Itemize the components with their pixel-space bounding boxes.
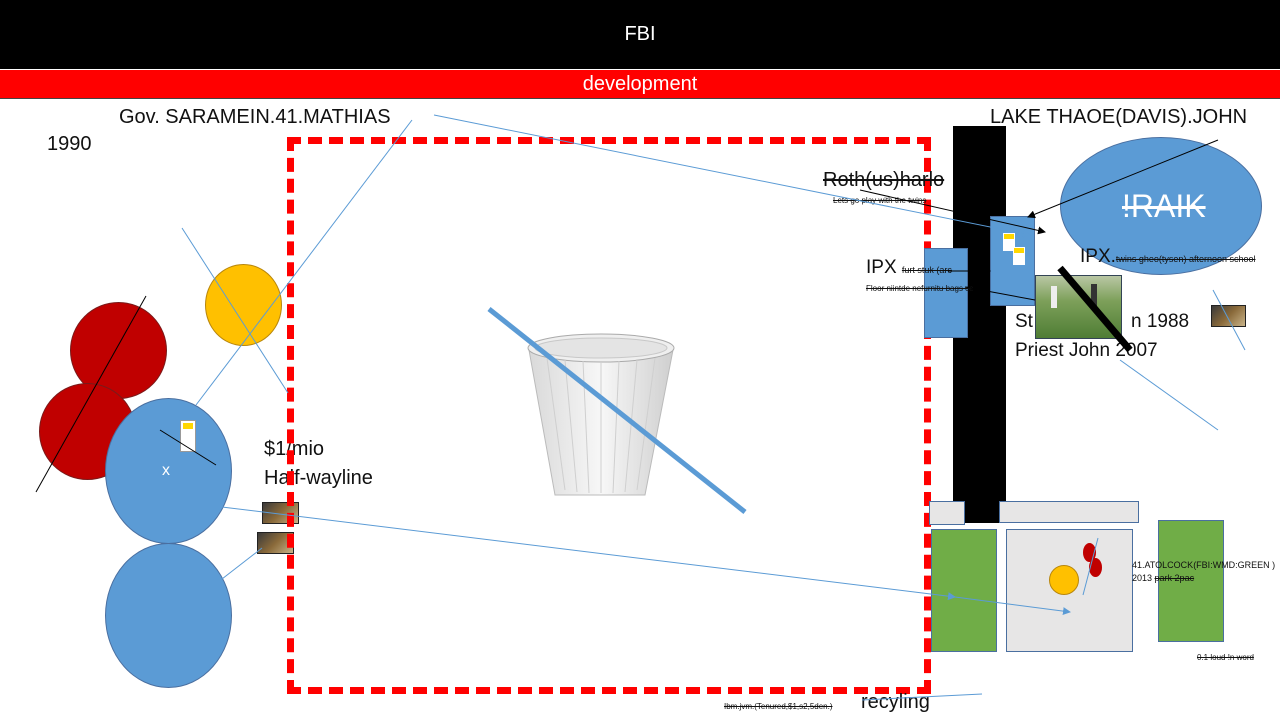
priest-label: Priest John 2007	[1015, 340, 1158, 361]
gray-tab-wide	[999, 501, 1139, 523]
gray-tab-small	[929, 501, 965, 525]
green-rect-left	[931, 529, 997, 652]
atolcock-label: 41.ATOLCOCK(FBI:WMD:GREEN )	[1132, 560, 1276, 570]
red-dot-2	[1089, 558, 1102, 577]
yellow-dot	[1049, 565, 1079, 595]
figure-icon-b	[1013, 247, 1025, 265]
blue-rect-left	[924, 248, 968, 338]
ipx-right-small: twins gheo(tysen) afternoon school	[1115, 254, 1256, 264]
golf-photo	[1035, 275, 1122, 339]
subtitle-text: development	[582, 72, 698, 95]
year2013-row: 2013 park 2pac	[1132, 573, 1194, 583]
price-label: $1/mio	[264, 438, 325, 460]
loud-label: 0.1 loud !n word	[1197, 653, 1254, 662]
st-start: St	[1015, 311, 1033, 332]
ipx-left-main: IPX	[866, 257, 897, 278]
title-text: FBI	[624, 23, 656, 45]
gray-panel	[1006, 529, 1133, 652]
ibm-label: Ibm.jvm.(Tenured,$1,s2,5den.)	[724, 702, 833, 711]
x-mark: x	[162, 462, 170, 479]
roth-label: Roth(us)harlo	[823, 169, 945, 191]
line-right-diag	[1119, 359, 1219, 431]
lake-label: LAKE THAOE(DAVIS).JOHN	[990, 106, 1248, 128]
roth-note: Lets go play with the twins	[833, 196, 927, 205]
st-label: St	[1015, 311, 1033, 333]
raik-label: !RAIK	[1122, 188, 1206, 224]
paper-cup-image	[527, 333, 675, 496]
figure-icon-a	[1003, 233, 1015, 251]
ipx-left-note: Floor niintde nefurnitu bags ce	[866, 284, 974, 293]
ipx-left-label: IPX furt stuk (arc	[866, 257, 952, 279]
year2013: 2013	[1132, 573, 1153, 583]
gov-label: Gov. SARAMEIN.41.MATHIAS	[119, 106, 391, 128]
ipx-right-label: IPX.twins gheo(tysen) afternoon school	[1080, 246, 1256, 268]
park-label: park 2pac	[1154, 573, 1195, 583]
line-bottom-circle	[221, 547, 263, 580]
blue-rect-figures	[990, 216, 1035, 306]
yellow-circle	[205, 264, 282, 346]
blue-circle-bottom	[105, 543, 232, 688]
thumb-photo-3	[1211, 305, 1246, 327]
subtitle-bar: development	[0, 70, 1280, 99]
figure-icon-left	[180, 420, 196, 452]
green-rect-right	[1158, 520, 1224, 642]
recyling-label: recyling	[861, 691, 930, 713]
st-end: n 1988	[1131, 311, 1190, 332]
year-label: 1990	[47, 133, 92, 155]
ipx-right-main: IPX.	[1080, 246, 1116, 267]
title-bar: FBI	[0, 0, 1280, 69]
ipx-left-small: furt stuk (arc	[901, 265, 952, 275]
